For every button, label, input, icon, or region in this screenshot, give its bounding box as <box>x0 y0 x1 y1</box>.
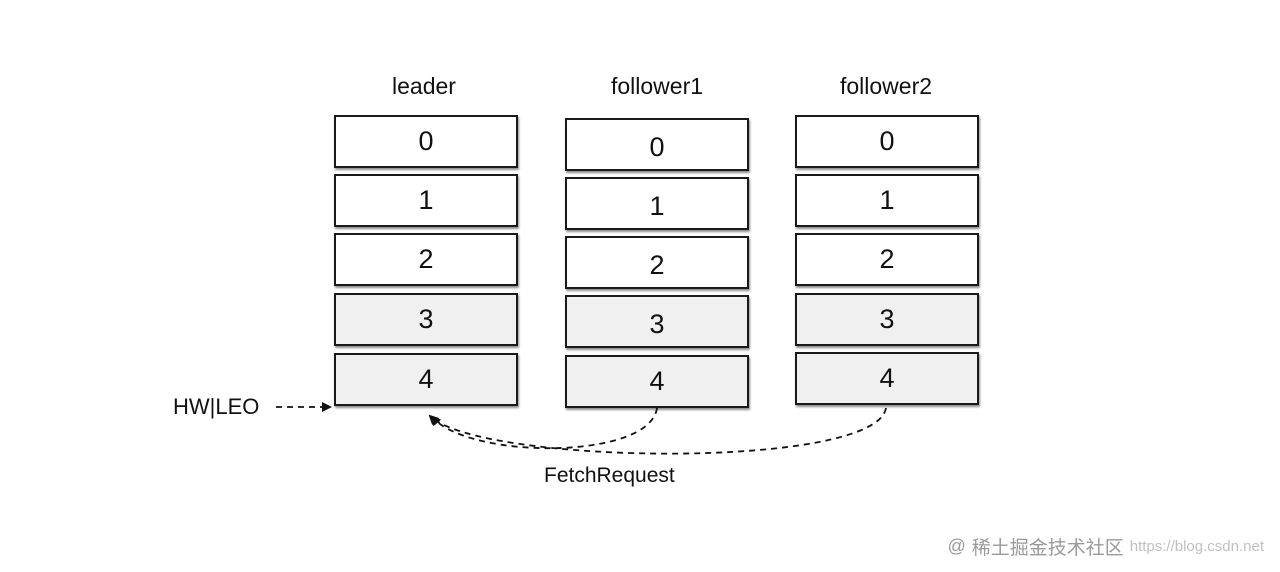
follower2-fetch-arrow <box>428 407 887 455</box>
follower1-cell-4: 4 <box>565 355 749 408</box>
leader-cell-1: 1 <box>334 174 518 227</box>
follower1-cell-0: 0 <box>565 118 749 171</box>
follower1-title: follower1 <box>610 73 704 99</box>
follower2-cell-2: 2 <box>795 233 979 286</box>
follower1-fetch-arrow <box>430 407 658 450</box>
fetch-request-label: FetchRequest <box>544 464 675 487</box>
leader-cell-4: 4 <box>334 353 518 406</box>
watermark-site: 稀土掘金技术社区 <box>971 538 1124 559</box>
watermark-url: https://blog.csdn.net <box>1129 538 1264 555</box>
follower2-cell-1: 1 <box>795 174 979 227</box>
follower2-cell-0: 0 <box>795 115 979 168</box>
follower2-title: follower2 <box>839 73 933 99</box>
at-icon: @ <box>947 536 966 556</box>
leader-cell-3: 3 <box>334 293 518 346</box>
follower2-cell-3: 3 <box>795 293 979 346</box>
leader-title: leader <box>392 73 456 99</box>
follower1-cell-1: 1 <box>565 177 749 230</box>
follower2-cell-4: 4 <box>795 352 979 405</box>
follower1-cell-2: 2 <box>565 236 749 289</box>
leader-cell-0: 0 <box>334 115 518 168</box>
follower1-cell-3: 3 <box>565 295 749 348</box>
hw-leo-label: HW|LEO <box>173 394 260 419</box>
leader-cell-2: 2 <box>334 233 518 286</box>
watermark: @ 稀土掘金技术社区 https://blog.csdn.net <box>947 533 1264 560</box>
